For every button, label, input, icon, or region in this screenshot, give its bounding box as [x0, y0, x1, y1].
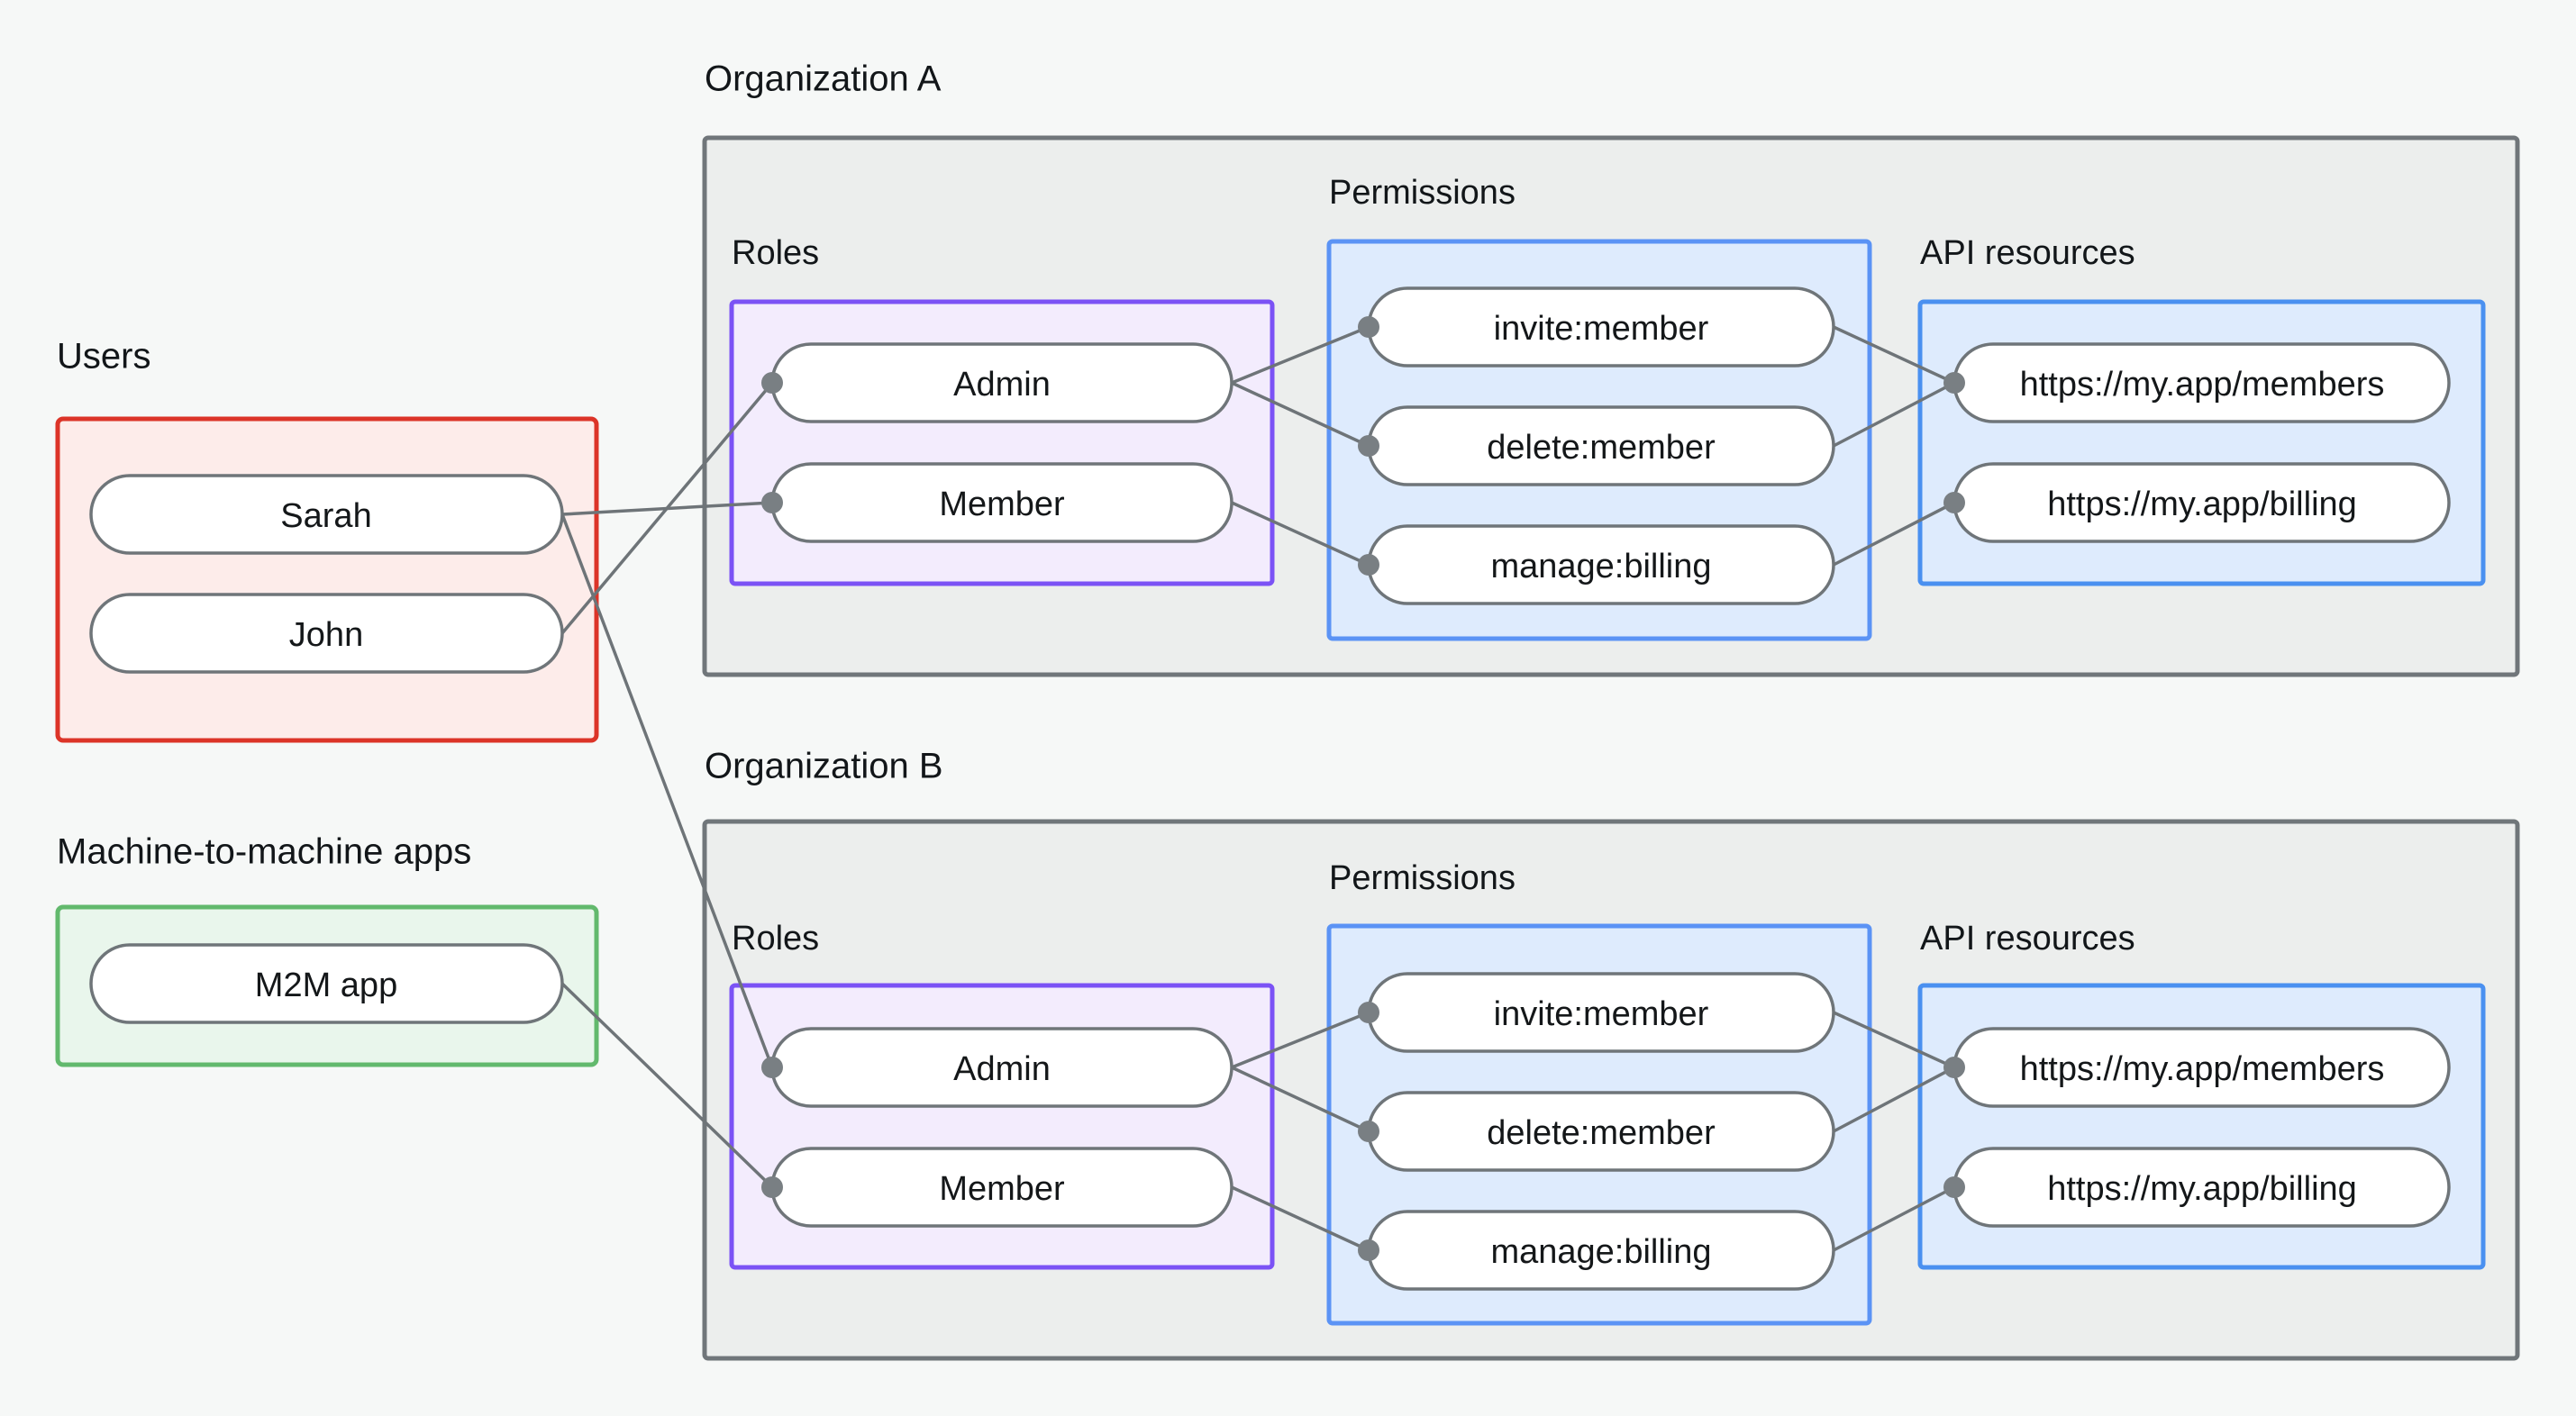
- org-b-permission-manage-billing-label: manage:billing: [1490, 1233, 1711, 1271]
- dot-org-b-role-member: [761, 1176, 783, 1198]
- org-a-resource-members[interactable]: https://my.app/members: [1952, 342, 2451, 423]
- users-group: Sarah John: [55, 416, 599, 743]
- dot-org-a-resource-billing: [1943, 492, 1965, 513]
- org-b-permission-manage-billing[interactable]: manage:billing: [1367, 1210, 1835, 1291]
- connection-edges: [560, 325, 1955, 1252]
- edge-org-a-admin-to-delete-member: [1231, 381, 1370, 448]
- m2m-section-title: Machine-to-machine apps: [57, 832, 471, 872]
- m2m-node-app-label: M2M app: [255, 967, 397, 1004]
- org-b-role-member[interactable]: Member: [770, 1147, 1233, 1228]
- dot-org-b-invite-member: [1358, 1002, 1379, 1023]
- org-a-permissions-title: Permissions: [1329, 174, 1516, 212]
- org-b-role-member-label: Member: [939, 1170, 1065, 1208]
- org-a-permission-invite-member-label: invite:member: [1494, 310, 1709, 348]
- user-node-sarah-label: Sarah: [280, 497, 371, 535]
- edge-m2m-to-org-b-member: [560, 982, 774, 1189]
- users-section-title: Users: [57, 337, 150, 377]
- dot-org-b-role-admin: [761, 1057, 783, 1078]
- org-b-api-title: API resources: [1920, 920, 2135, 958]
- org-b-resource-billing-label: https://my.app/billing: [2047, 1170, 2357, 1208]
- org-a-permission-delete-member[interactable]: delete:member: [1367, 405, 1835, 486]
- m2m-node-app[interactable]: M2M app: [89, 943, 564, 1024]
- dot-org-b-resource-billing: [1943, 1176, 1965, 1198]
- org-a-resource-billing-label: https://my.app/billing: [2047, 486, 2357, 523]
- org-b-role-admin-label: Admin: [953, 1050, 1051, 1088]
- org-a-permission-manage-billing[interactable]: manage:billing: [1367, 524, 1835, 605]
- org-a-role-member-label: Member: [939, 486, 1065, 523]
- user-node-john-label: John: [289, 616, 363, 654]
- dot-org-a-role-member: [761, 492, 783, 513]
- org-b-role-admin[interactable]: Admin: [770, 1027, 1233, 1108]
- connection-dots: [761, 316, 1965, 1261]
- org-a-resource-members-label: https://my.app/members: [2020, 366, 2385, 404]
- org-a-title: Organization A: [705, 59, 942, 99]
- dot-org-b-delete-member: [1358, 1121, 1379, 1142]
- org-b-resource-members[interactable]: https://my.app/members: [1952, 1027, 2451, 1108]
- org-a-permission-invite-member[interactable]: invite:member: [1367, 286, 1835, 368]
- org-b-permission-invite-member[interactable]: invite:member: [1367, 972, 1835, 1053]
- org-b-title: Organization B: [705, 747, 943, 786]
- org-a-role-admin[interactable]: Admin: [770, 342, 1233, 423]
- user-node-john[interactable]: John: [89, 593, 564, 674]
- org-b-resource-billing[interactable]: https://my.app/billing: [1952, 1147, 2451, 1228]
- org-a-group: Roles Permissions API resources Admin Me…: [702, 135, 2520, 677]
- edge-org-b-admin-to-invite-member: [1231, 1011, 1370, 1069]
- org-b-group: Roles Permissions API resources Admin Me…: [702, 819, 2520, 1361]
- org-a-role-member[interactable]: Member: [770, 462, 1233, 543]
- users-container: [55, 416, 599, 743]
- org-a-role-admin-label: Admin: [953, 366, 1051, 404]
- edge-org-a-delete-member-to-resource-members: [1833, 381, 1955, 448]
- org-a-resource-billing[interactable]: https://my.app/billing: [1952, 462, 2451, 543]
- dot-org-a-resource-members: [1943, 372, 1965, 394]
- org-b-permission-delete-member-label: delete:member: [1487, 1114, 1716, 1152]
- dot-org-a-delete-member: [1358, 435, 1379, 457]
- org-b-permissions-title: Permissions: [1329, 859, 1516, 897]
- edge-org-a-admin-to-invite-member: [1231, 325, 1370, 385]
- org-a-api-title: API resources: [1920, 234, 2135, 272]
- edge-org-b-invite-member-to-resource-members: [1833, 1011, 1955, 1069]
- edge-org-a-invite-member-to-resource-members: [1833, 325, 1955, 385]
- user-node-sarah[interactable]: Sarah: [89, 474, 564, 555]
- org-a-roles-title: Roles: [732, 234, 819, 272]
- edge-org-a-member-to-manage-billing: [1231, 501, 1370, 567]
- dot-org-b-manage-billing: [1358, 1239, 1379, 1261]
- edge-org-b-member-to-manage-billing: [1231, 1185, 1370, 1252]
- org-a-permission-manage-billing-label: manage:billing: [1490, 548, 1711, 585]
- edge-org-b-delete-member-to-resource-members: [1833, 1066, 1955, 1133]
- org-b-permission-delete-member[interactable]: delete:member: [1367, 1091, 1835, 1172]
- edge-org-b-manage-billing-to-resource-billing: [1833, 1185, 1955, 1252]
- org-b-permission-invite-member-label: invite:member: [1494, 995, 1709, 1033]
- dot-org-a-invite-member: [1358, 316, 1379, 338]
- org-b-resource-members-label: https://my.app/members: [2020, 1050, 2385, 1088]
- dot-org-a-role-admin: [761, 372, 783, 394]
- m2m-group: M2M app: [55, 904, 599, 1067]
- edge-sarah-to-org-b-admin: [560, 513, 774, 1068]
- org-a-permission-delete-member-label: delete:member: [1487, 429, 1716, 467]
- edge-john-to-org-a-admin: [560, 381, 774, 635]
- dot-org-b-resource-members: [1943, 1057, 1965, 1078]
- dot-org-a-manage-billing: [1358, 554, 1379, 576]
- edge-org-b-admin-to-delete-member: [1231, 1066, 1370, 1133]
- edge-org-a-manage-billing-to-resource-billing: [1833, 501, 1955, 567]
- org-b-roles-title: Roles: [732, 920, 819, 958]
